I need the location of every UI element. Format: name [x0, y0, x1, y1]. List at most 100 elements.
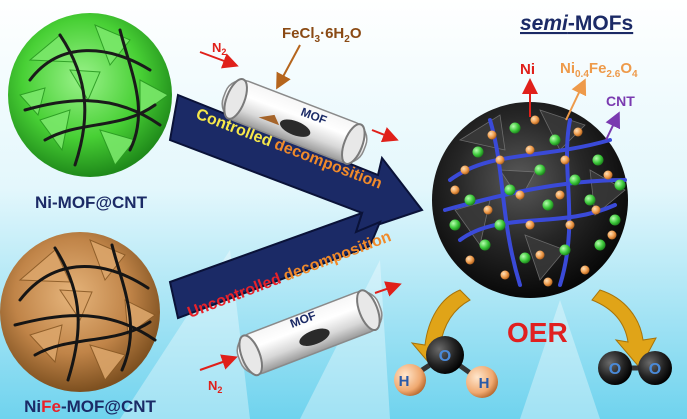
oxide-particle: [555, 190, 565, 200]
oxide-particle: [450, 185, 460, 195]
quartz-tube-bottom: [236, 289, 383, 377]
water-h-left-label: H: [399, 373, 410, 390]
h-atom-right: [466, 366, 498, 398]
oxide-particle: [530, 115, 540, 125]
ni-particle: [569, 174, 581, 186]
n2-label-top: N2: [212, 40, 226, 57]
oxide-a-sub: 0.4: [575, 69, 589, 80]
semi-mofs-title: semi-MOFs: [520, 12, 633, 35]
outlet-arrow-top: [371, 127, 399, 143]
oer-label: OER: [507, 317, 568, 348]
fecl3-a-sub: 3: [315, 34, 321, 45]
water-molecule: O H H: [394, 336, 498, 398]
o2-right-label: O: [649, 361, 661, 378]
outlet-arrow-bottom: [374, 281, 402, 297]
o-atom-water: [426, 336, 464, 374]
oxide-c-sub: 4: [632, 69, 638, 80]
n2-label-bottom: N2: [208, 378, 222, 395]
title-suffix: -MOFs: [568, 12, 633, 35]
n2-sub: 2: [221, 47, 226, 57]
ni-particle: [479, 239, 491, 251]
o2-atom-left: [598, 351, 632, 385]
fecl3-b: ·6H: [320, 25, 344, 42]
n2-sub-bottom: 2: [217, 385, 222, 395]
ni-callout-label: Ni: [520, 61, 535, 78]
oxide-particle: [483, 205, 493, 215]
mof-sample: [279, 119, 311, 137]
o2-left-label: O: [609, 361, 621, 378]
ni-particle: [614, 179, 626, 191]
oxide-particle: [565, 220, 575, 230]
fecl3-powder: [258, 114, 280, 126]
oxide-particle: [495, 155, 505, 165]
quartz-tube-top: [221, 78, 368, 165]
water-h-right-label: H: [479, 375, 490, 392]
ni-particle: [609, 214, 621, 226]
n2-n: N: [212, 40, 221, 55]
oxide-particle: [543, 277, 553, 287]
semi-mof-sphere: [432, 102, 628, 298]
n2-n-bottom: N: [208, 378, 217, 393]
fecl3-pointer: [276, 44, 301, 90]
nife-label-ni: Ni: [24, 397, 41, 416]
water-o-label: O: [439, 348, 451, 365]
oxide-particle: [560, 155, 570, 165]
ni-particle: [519, 252, 531, 264]
oxide-particle: [580, 265, 590, 275]
oxide-particle: [500, 270, 510, 280]
ni-particle: [542, 199, 554, 211]
oxide-particles: [450, 115, 617, 287]
cnt-callout-arrow: [605, 111, 621, 141]
ni-particle: [449, 219, 461, 231]
oxide-particle: [525, 220, 535, 230]
oxide-a: Ni: [560, 60, 575, 77]
oxide-particle: [460, 165, 470, 175]
fecl3-label: FeCl3·6H2O: [282, 25, 362, 45]
oxide-b: Fe: [589, 60, 607, 77]
ni-particle: [464, 194, 476, 206]
ni-particle: [534, 164, 546, 176]
n2-inlet-arrow-top: [199, 51, 239, 69]
ni-particle: [592, 154, 604, 166]
fecl3-c: O: [350, 25, 362, 42]
oxide-particle: [487, 130, 497, 140]
oxide-particle: [465, 255, 475, 265]
oxide-particle: [591, 205, 601, 215]
o2-atom-right: [638, 351, 672, 385]
oxide-particle: [607, 230, 617, 240]
green-mof-sphere: [8, 13, 172, 177]
fecl3-b-sub: 2: [344, 34, 350, 45]
ni-particle: [504, 184, 516, 196]
brown-mof-sphere: [0, 232, 160, 392]
uncontrolled-arrow: [168, 211, 382, 320]
oxide-particle: [525, 145, 535, 155]
oxide-b-sub: 2.6: [606, 69, 620, 80]
ni-mof-cnt-label: Ni-MOF@CNT: [35, 193, 148, 212]
ni-particle: [494, 219, 506, 231]
oxide-particle: [535, 250, 545, 260]
oxide-c: O: [620, 60, 632, 77]
oxide-particle: [573, 127, 583, 137]
cnt-callout-label: CNT: [606, 93, 635, 109]
nife-mof-cnt-label: NiFe-MOF@CNT: [24, 397, 156, 416]
ni-particle: [594, 239, 606, 251]
ni-particle: [584, 194, 596, 206]
h-atom-left: [394, 364, 426, 396]
controlled-arrow: [168, 93, 424, 234]
nife-label-rest: -MOF@CNT: [61, 397, 157, 416]
fecl3-a: FeCl: [282, 25, 315, 42]
process-arrows: [168, 93, 424, 320]
oxygen-molecule: O O: [598, 351, 672, 385]
oxide-particle: [515, 190, 525, 200]
ni-particle: [509, 122, 521, 134]
ni-particles: [449, 122, 626, 264]
oxide-callout-label: Ni0.4Fe2.6O4: [560, 60, 638, 80]
title-prefix: semi: [520, 12, 569, 35]
mof-sample-bottom: [299, 328, 330, 346]
n2-inlet-arrow-bottom: [199, 354, 238, 371]
ni-particle: [549, 134, 561, 146]
ni-particle: [472, 146, 484, 158]
oxide-particle: [603, 170, 613, 180]
nife-label-fe: Fe: [41, 397, 61, 416]
